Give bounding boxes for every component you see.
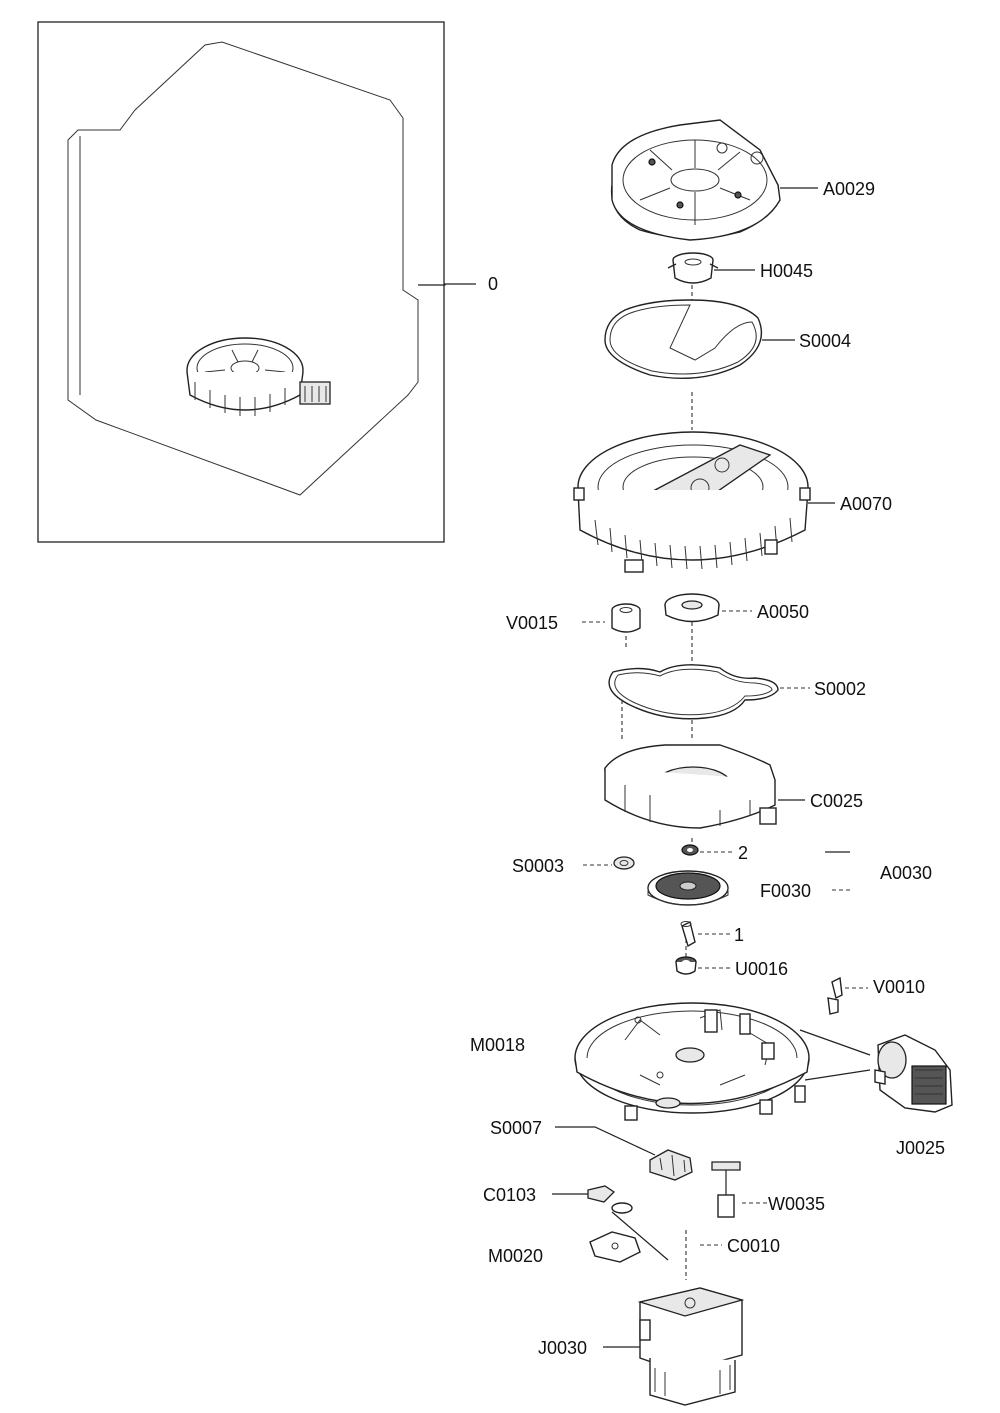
part-w0035 <box>711 1161 741 1218</box>
part-f0030-filter <box>647 870 729 906</box>
label-a0029: A0029 <box>823 179 875 199</box>
part-s0007 <box>649 1149 693 1181</box>
label-c0103: C0103 <box>483 1185 536 1205</box>
label-j0030: J0030 <box>538 1338 587 1358</box>
part-v0015 <box>611 603 641 633</box>
part-a0029-cover <box>610 119 781 241</box>
part-s0004-gasket <box>604 299 763 379</box>
part-c0103 <box>587 1185 633 1214</box>
part-h0045 <box>667 252 719 284</box>
label-h0045: H0045 <box>760 261 813 281</box>
label-u0016: U0016 <box>735 959 788 979</box>
label-j0025: J0025 <box>896 1138 945 1158</box>
assembly-label: 0 <box>488 274 498 294</box>
inset-sump-assembly <box>186 337 331 416</box>
part-m0020 <box>589 1231 641 1263</box>
part-s0002-gasket <box>608 664 779 720</box>
part-u0016 <box>675 956 697 975</box>
leader-s0007 <box>555 1126 656 1156</box>
part-s0003 <box>613 856 635 870</box>
label-f0030: F0030 <box>760 881 811 901</box>
label-m0020: M0020 <box>488 1246 543 1266</box>
label-s0004: S0004 <box>799 331 851 351</box>
part-v0010 <box>827 976 843 1015</box>
label-v0010: V0010 <box>873 977 925 997</box>
tub-outline <box>67 41 419 496</box>
label-m0018: M0018 <box>470 1035 525 1055</box>
part-item-1 <box>680 920 696 948</box>
label-a0050: A0050 <box>757 602 809 622</box>
leader-m0020 <box>611 1211 669 1261</box>
part-j0030-motor <box>637 1287 745 1406</box>
label-item-1: 1 <box>734 925 744 945</box>
leader-m0018-pump-link <box>799 1029 871 1081</box>
label-s0002: S0002 <box>814 679 866 699</box>
leader-v0015 <box>582 621 627 650</box>
assembly-leader <box>418 283 476 286</box>
label-v0015: V0015 <box>506 613 558 633</box>
part-m0018-sump-base <box>574 1002 810 1121</box>
label-s0007: S0007 <box>490 1118 542 1138</box>
label-s0003: S0003 <box>512 856 564 876</box>
label-a0030: A0030 <box>880 863 932 883</box>
part-a0070-housing <box>573 431 811 573</box>
label-item-2: 2 <box>738 843 748 863</box>
part-a0050 <box>664 593 720 623</box>
assembly-inset: 0 <box>37 21 498 543</box>
label-w0035: W0035 <box>768 1194 825 1214</box>
label-c0025: C0025 <box>810 791 863 811</box>
label-a0070: A0070 <box>840 494 892 514</box>
part-j0025-pump <box>874 1034 953 1113</box>
label-c0010: C0010 <box>727 1236 780 1256</box>
leader-s0002 <box>621 687 810 742</box>
inset-frame <box>37 21 445 543</box>
part-c0025 <box>604 744 777 829</box>
part-item-2-oring <box>681 844 699 856</box>
